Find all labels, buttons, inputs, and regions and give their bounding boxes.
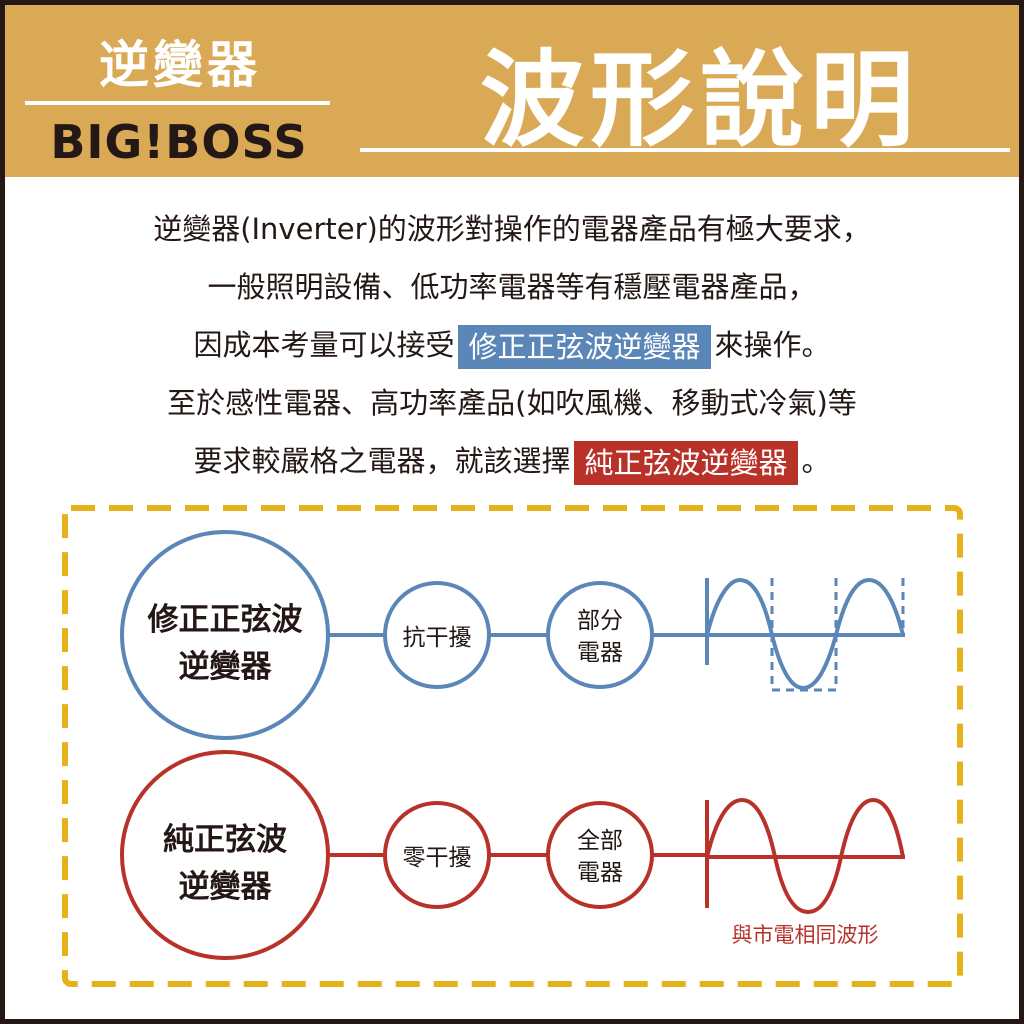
modified-feature-label: 抗干擾 <box>403 625 472 651</box>
page-title: 波形說明 <box>479 39 920 161</box>
intro-line-4: 至於感性電器、高功率產品(如吹風機、移動式冷氣)等 <box>167 386 857 420</box>
modified-inverter-name-line2: 逆變器 <box>179 649 273 685</box>
intro-line-5-prefix: 要求較嚴格之電器，就該選擇 <box>193 444 571 478</box>
intro-line-3-prefix: 因成本考量可以接受 <box>193 328 455 362</box>
modified-inverter-circle <box>120 530 330 740</box>
brand-product-name: 逆變器 <box>99 36 261 94</box>
modified-scope-circle <box>546 581 654 689</box>
modified-sine-highlight: 修正正弦波逆變器 <box>458 325 711 369</box>
pure-sine-waveform <box>705 797 905 915</box>
intro-line-2: 一般照明設備、低功率電器等有穩壓電器產品， <box>207 270 817 304</box>
intro-line-5: 要求較嚴格之電器，就該選擇純正弦波逆變器。 <box>0 432 1024 490</box>
pure-inverter-circle <box>120 750 330 960</box>
header-banner: 逆變器 BIG!BOSS 波形說明 <box>5 5 1019 177</box>
title-underline <box>360 148 1010 152</box>
intro-line-3-suffix: 來操作。 <box>714 328 831 362</box>
intro-text: 逆變器(Inverter)的波形對操作的電器產品有極大要求， 一般照明設備、低功… <box>0 200 1024 490</box>
pure-feature-circle <box>383 801 491 909</box>
intro-line-5-suffix: 。 <box>801 444 831 478</box>
brand-logo: BIG!BOSS <box>50 115 308 169</box>
dashed-border <box>62 505 963 987</box>
pure-inverter-name-line1: 純正弦波 <box>163 822 287 858</box>
pure-scope-line1: 全部 <box>577 828 623 854</box>
pure-feature-label: 零干擾 <box>403 845 472 871</box>
modified-feature-circle <box>383 581 491 689</box>
modified-scope-line1: 部分 <box>577 608 623 634</box>
pure-wave-note: 與市電相同波形 <box>732 923 879 947</box>
pure-scope-line2: 電器 <box>577 860 623 886</box>
modified-inverter-name-line1: 修正正弦波 <box>147 602 303 638</box>
pure-inverter-name-line2: 逆變器 <box>179 869 273 905</box>
intro-line-3: 因成本考量可以接受修正正弦波逆變器來操作。 <box>0 316 1024 374</box>
modified-sine-waveform <box>705 577 905 692</box>
modified-scope-line2: 電器 <box>577 640 623 666</box>
brand-divider <box>25 101 330 105</box>
pure-scope-circle <box>546 801 654 909</box>
intro-line-1: 逆變器(Inverter)的波形對操作的電器產品有極大要求， <box>153 212 871 246</box>
pure-sine-highlight: 純正弦波逆變器 <box>574 441 798 485</box>
